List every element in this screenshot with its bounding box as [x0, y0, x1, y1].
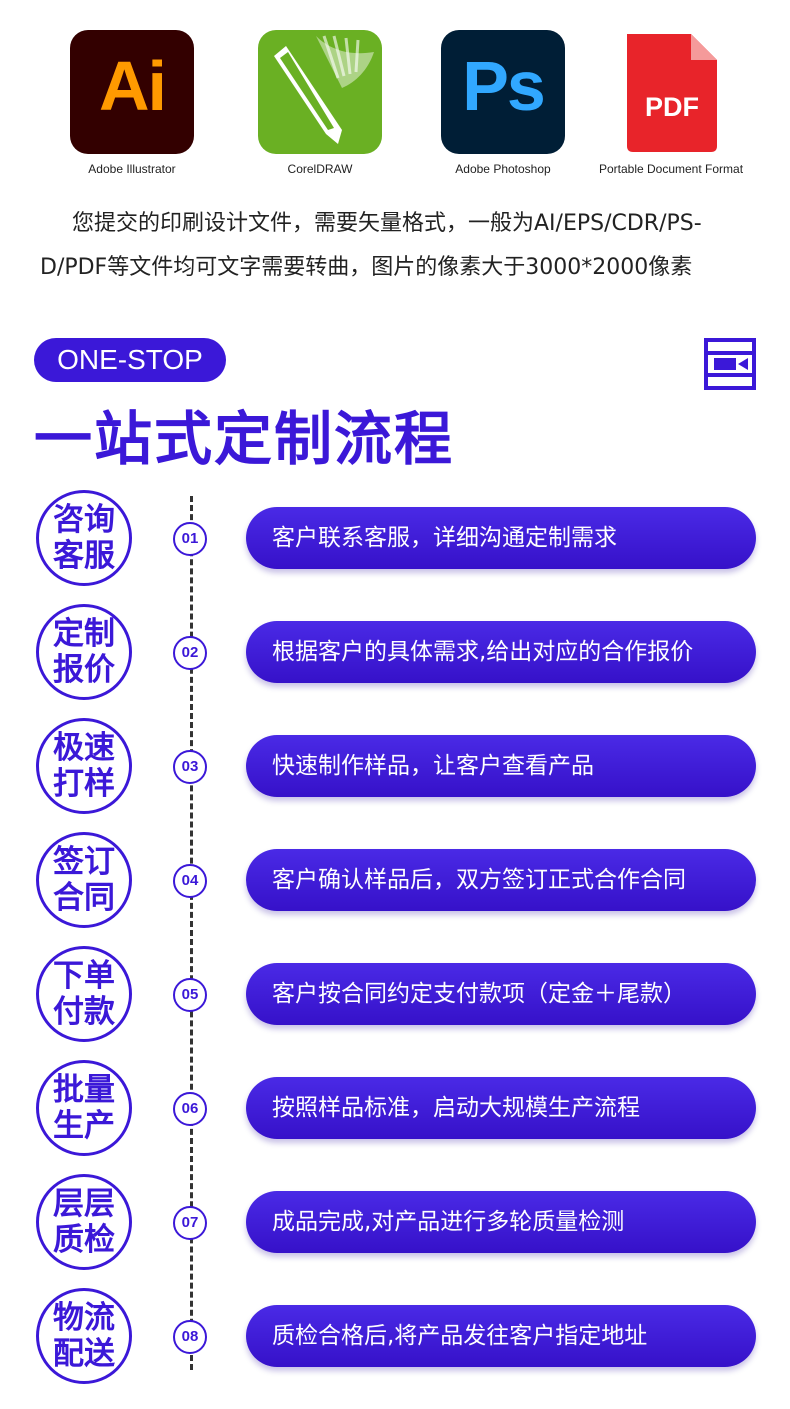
process-step: 物流配送 08 质检合格后,将产品发往客户指定地址 — [0, 1286, 790, 1396]
app-caption: Adobe Illustrator — [88, 162, 176, 176]
process-step: 咨询客服 01 客户联系客服，详细沟通定制需求 — [0, 488, 790, 598]
app-illustrator: Ai Adobe Illustrator — [37, 30, 227, 176]
step-number: 06 — [173, 1092, 207, 1126]
step-label-circle: 定制报价 — [36, 604, 132, 700]
timeline-dashed-line — [190, 496, 193, 1370]
step-label-circle: 批量生产 — [36, 1060, 132, 1156]
flowchart-icon — [704, 338, 756, 390]
step-label-circle: 物流配送 — [36, 1288, 132, 1384]
step-label-circle: 签订合同 — [36, 832, 132, 928]
step-description-bar: 成品完成,对产品进行多轮质量检测 — [246, 1191, 756, 1253]
step-number: 01 — [173, 522, 207, 556]
step-description-bar: 客户联系客服，详细沟通定制需求 — [246, 507, 756, 569]
step-label-circle: 咨询客服 — [36, 490, 132, 586]
step-number: 08 — [173, 1320, 207, 1354]
process-step: 签订合同 04 客户确认样品后，双方签订正式合作合同 — [0, 830, 790, 940]
app-coreldraw: CorelDRAW — [225, 30, 415, 176]
step-label-circle: 极速打样 — [36, 718, 132, 814]
step-number: 03 — [173, 750, 207, 784]
file-requirements-text: 您提交的印刷设计文件，需要矢量格式，一般为AI/EPS/CDR/PS- D/PD… — [40, 202, 760, 290]
one-stop-badge: ONE-STOP — [34, 338, 226, 382]
app-photoshop: Ps Adobe Photoshop — [408, 30, 598, 176]
step-description-bar: 客户确认样品后，双方签订正式合作合同 — [246, 849, 756, 911]
process-step: 层层质检 07 成品完成,对产品进行多轮质量检测 — [0, 1172, 790, 1282]
page-title: 一站式定制流程 — [34, 405, 455, 473]
intro-line-2: D/PDF等文件均可文字需要转曲，图片的像素大于3000*2000像素 — [40, 255, 693, 280]
step-number: 04 — [173, 864, 207, 898]
app-caption: Portable Document Format — [598, 162, 744, 176]
step-description-bar: 根据客户的具体需求,给出对应的合作报价 — [246, 621, 756, 683]
step-label-circle: 层层质检 — [36, 1174, 132, 1270]
app-pdf: PDF Portable Document Format — [576, 30, 766, 176]
app-caption: CorelDRAW — [287, 162, 353, 176]
intro-line-1: 您提交的印刷设计文件，需要矢量格式，一般为AI/EPS/CDR/PS- — [72, 211, 702, 236]
step-number: 07 — [173, 1206, 207, 1240]
process-step: 批量生产 06 按照样品标准，启动大规模生产流程 — [0, 1058, 790, 1168]
illustrator-icon: Ai — [70, 30, 194, 154]
step-description-bar: 快速制作样品，让客户查看产品 — [246, 735, 756, 797]
process-step: 极速打样 03 快速制作样品，让客户查看产品 — [0, 716, 790, 826]
step-description-bar: 质检合格后,将产品发往客户指定地址 — [246, 1305, 756, 1367]
step-number: 05 — [173, 978, 207, 1012]
svg-text:PDF: PDF — [645, 92, 699, 122]
step-number: 02 — [173, 636, 207, 670]
software-icons-row: Ai Adobe Illustrator CorelDRAW Ps Adobe … — [0, 30, 790, 190]
process-step: 定制报价 02 根据客户的具体需求,给出对应的合作报价 — [0, 602, 790, 712]
app-caption: Adobe Photoshop — [455, 162, 551, 176]
coreldraw-icon — [258, 30, 382, 154]
photoshop-icon: Ps — [441, 30, 565, 154]
process-step: 下单付款 05 客户按合同约定支付款项（定金＋尾款） — [0, 944, 790, 1054]
step-label-circle: 下单付款 — [36, 946, 132, 1042]
step-description-bar: 按照样品标准，启动大规模生产流程 — [246, 1077, 756, 1139]
pdf-file-icon: PDF — [609, 30, 733, 154]
step-description-bar: 客户按合同约定支付款项（定金＋尾款） — [246, 963, 756, 1025]
